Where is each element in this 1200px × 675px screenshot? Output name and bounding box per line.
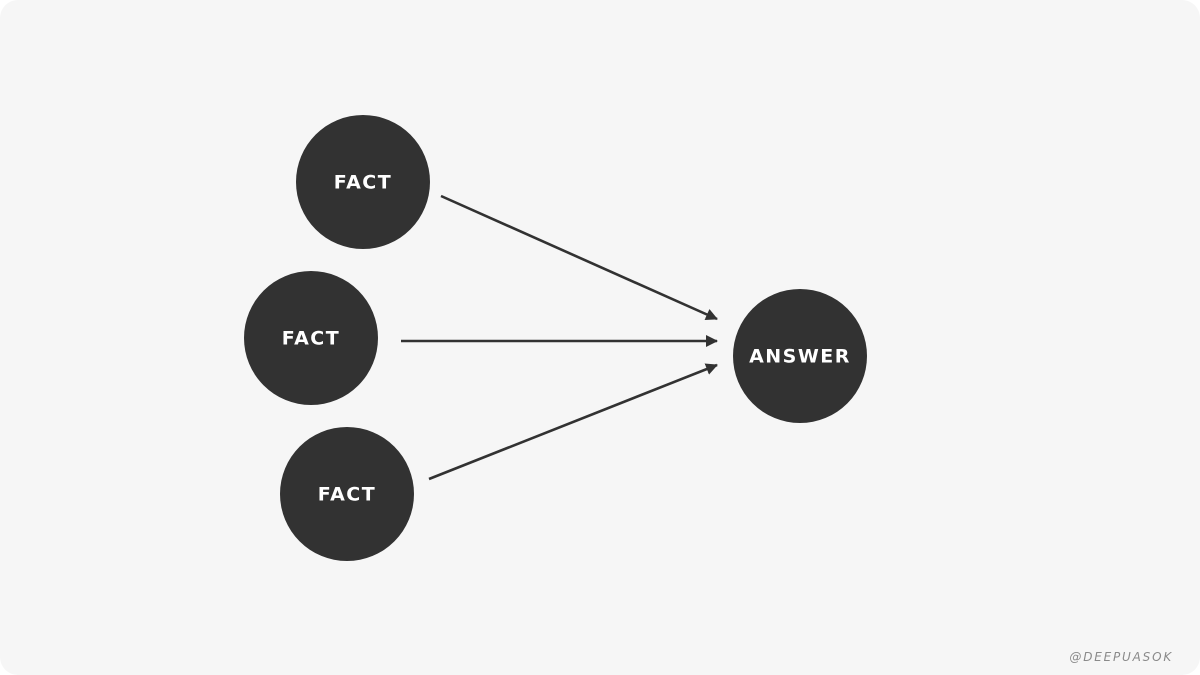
fact-node-3: FACT bbox=[280, 427, 414, 561]
edge-fact-3-to-answer bbox=[428, 363, 718, 481]
fact-node-3-label: FACT bbox=[318, 484, 376, 506]
watermark-handle: @DEEPUASOK bbox=[1069, 650, 1173, 664]
fact-node-2-label: FACT bbox=[282, 328, 340, 350]
answer-node-label: ANSWER bbox=[749, 346, 851, 368]
edge-fact-1-to-answer bbox=[440, 194, 718, 321]
fact-node-1: FACT bbox=[296, 115, 430, 249]
answer-node: ANSWER bbox=[733, 289, 867, 423]
fact-node-2: FACT bbox=[244, 271, 378, 405]
fact-node-1-label: FACT bbox=[334, 172, 392, 194]
